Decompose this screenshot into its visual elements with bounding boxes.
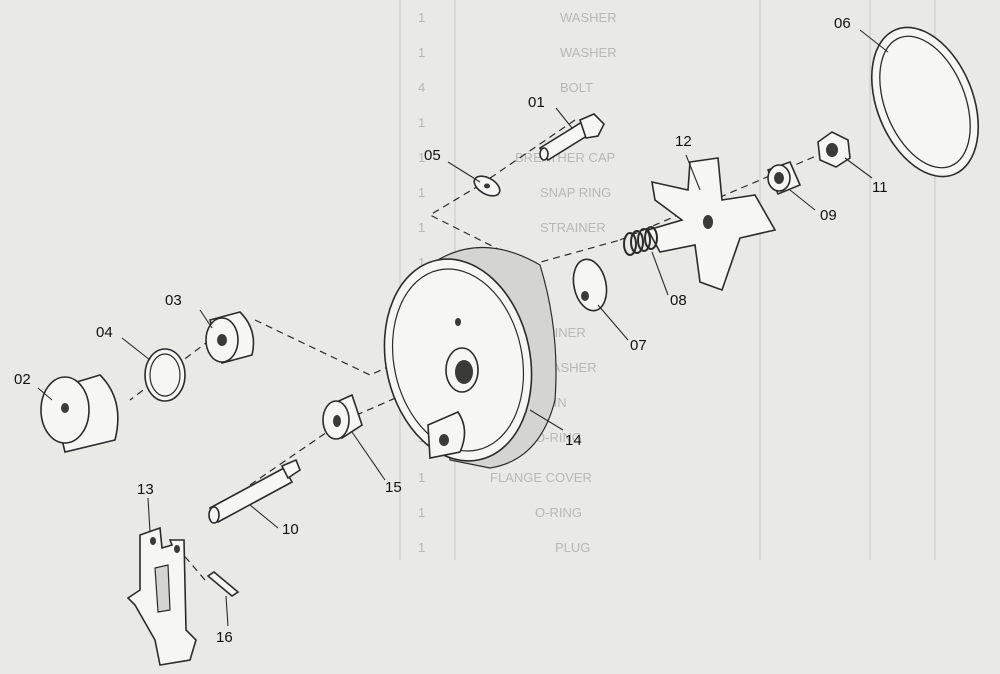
bg-desc-3: BOLT [560,80,593,95]
bg-desc-6: SNAP RING [540,185,611,200]
bg-desc-2: WASHER [560,45,617,60]
bg-desc-5: BREATHER CAP [515,150,615,165]
bg-desc-16: PLUG [555,540,590,555]
bg-qty-5: 1 [418,150,425,165]
callout-12: 12 [675,133,692,150]
part-06-oring [870,26,980,178]
bg-qty-4: 1 [418,115,425,130]
part-09-spacer [766,160,802,196]
callout-01: 01 [528,94,545,111]
callout-02: 02 [14,371,31,388]
part-03-cap [205,311,255,364]
part-15-plug [322,393,363,440]
bg-desc-1: WASHER [560,10,617,25]
bg-desc-7: STRAINER [540,220,606,235]
part-05-washer [473,175,501,197]
callout-08: 08 [670,292,687,309]
bg-desc-14: FLANGE COVER [490,470,592,485]
callout-03: 03 [165,292,182,309]
callout-06: 06 [834,15,851,32]
callout-15: 15 [385,479,402,496]
background-table: WASHER WASHER BOLT BREATHER CAP SNAP RIN… [399,0,936,560]
part-01-bolt [538,113,605,162]
callout-07: 07 [630,337,647,354]
part-14-flange-cover [383,246,557,469]
callout-14: 14 [565,432,582,449]
bg-desc-15: O-RING [535,505,582,520]
bg-qty-14: 1 [418,470,425,485]
callout-10: 10 [282,521,299,538]
callout-16: 16 [216,629,233,646]
part-10-shaft [208,458,301,524]
part-11-nut [817,131,851,168]
bg-qty-16: 1 [418,540,425,555]
bg-qty-1: 1 [418,10,425,25]
bg-desc-13: O-RING [535,430,582,445]
bg-qty-15: 1 [418,505,425,520]
bg-qty-8: 1 [418,255,425,270]
part-07-washer [572,258,608,312]
callout-04: 04 [96,324,113,341]
leader-lines [37,29,889,627]
callout-13: 13 [137,481,154,498]
callouts: 01 02 03 04 05 06 07 08 09 10 11 12 13 1… [14,15,888,646]
part-12-plate [646,157,777,292]
bg-qty-3: 4 [418,80,425,95]
bg-qty-7: 1 [418,220,425,235]
bg-qty-2: 1 [418,45,425,60]
callout-11: 11 [872,179,888,196]
callout-05: 05 [424,147,441,164]
part-04-oring [144,348,186,402]
part-08-spring [623,226,658,256]
callout-09: 09 [820,207,837,224]
part-16-pin [206,571,240,597]
part-02-cylinder [40,374,119,453]
part-13-fork [126,526,197,666]
bg-qty-6: 1 [418,185,425,200]
